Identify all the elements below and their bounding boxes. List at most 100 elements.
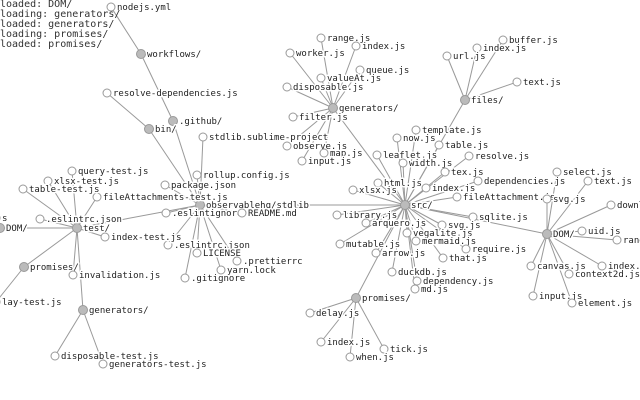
file-dot[interactable]	[398, 158, 408, 168]
file-dot[interactable]	[361, 218, 371, 228]
file-node-now[interactable]: now.js	[392, 133, 437, 146]
file-node-dependencies[interactable]: dependencies.js	[473, 176, 567, 189]
file-node-d_select[interactable]: select.js	[552, 167, 613, 180]
folder-node-bin[interactable]: bin/	[144, 124, 178, 137]
file-node-readme[interactable]: README.md	[237, 208, 298, 221]
file-node-indextest[interactable]: index-test.js	[100, 232, 183, 245]
file-node-tests_s[interactable]: s	[0, 213, 9, 226]
file-dot[interactable]	[434, 140, 444, 150]
file-node-f_url[interactable]: url.js	[442, 51, 487, 64]
file-node-template[interactable]: template.js	[411, 125, 483, 138]
folder-node-testdom[interactable]: DOM/	[0, 223, 29, 236]
file-node-eslintignore[interactable]: .eslintignore	[161, 208, 244, 221]
file-dot[interactable]	[332, 210, 342, 220]
file-dot[interactable]	[348, 185, 358, 195]
folder-node-github[interactable]: .github/	[168, 116, 224, 129]
file-dot[interactable]	[102, 88, 112, 98]
file-node-yarnlock[interactable]: yarn.lock	[216, 265, 278, 278]
file-node-gitignore[interactable]: .gitignore	[180, 273, 247, 286]
file-node-xlsx[interactable]: xlsx.js	[348, 185, 398, 198]
folder-dot[interactable]	[168, 116, 178, 126]
file-dot[interactable]	[440, 167, 450, 177]
file-dot[interactable]	[567, 298, 577, 308]
file-node-d_context2d[interactable]: context2d.js	[564, 269, 640, 282]
file-dot[interactable]	[50, 351, 60, 361]
file-node-p_when[interactable]: when.js	[345, 352, 395, 365]
file-dot[interactable]	[282, 82, 292, 92]
file-dot[interactable]	[100, 232, 110, 242]
file-node-resolvedeps[interactable]: resolve-dependencies.js	[102, 88, 239, 101]
file-node-license[interactable]: LICENSE	[192, 248, 242, 261]
file-node-s_index[interactable]: index.js	[421, 183, 477, 196]
file-dot[interactable]	[473, 176, 483, 186]
folder-dot[interactable]	[351, 293, 361, 303]
folder-node-dom[interactable]: DOM/	[542, 229, 576, 242]
file-node-prettierrc[interactable]: .prettierrc	[232, 256, 304, 269]
file-dot[interactable]	[612, 235, 622, 245]
file-node-p_index[interactable]: index.js	[316, 337, 372, 350]
file-node-g_input[interactable]: input.js	[297, 156, 353, 169]
file-dot[interactable]	[192, 248, 202, 258]
file-dot[interactable]	[335, 239, 345, 249]
file-dot[interactable]	[316, 73, 326, 83]
folder-dot[interactable]	[72, 223, 82, 233]
file-dot[interactable]	[464, 151, 474, 161]
file-node-nodejs[interactable]: nodejs.yml	[106, 2, 173, 15]
file-node-querytest[interactable]: query-test.js	[67, 166, 150, 179]
file-node-mutable[interactable]: mutable.js	[335, 239, 402, 252]
file-dot[interactable]	[552, 167, 562, 177]
folder-dot[interactable]	[460, 95, 470, 105]
file-dot[interactable]	[160, 180, 170, 190]
file-dot[interactable]	[412, 276, 422, 286]
file-node-g_index[interactable]: index.js	[351, 41, 407, 54]
file-dot[interactable]	[373, 178, 383, 188]
file-dot[interactable]	[372, 150, 382, 160]
file-node-mermaid[interactable]: mermaid.js	[411, 236, 478, 249]
file-node-f_buffer[interactable]: buffer.js	[498, 35, 559, 48]
file-dot[interactable]	[392, 133, 402, 143]
file-dot[interactable]	[305, 308, 315, 318]
file-node-p_tick[interactable]: tick.js	[379, 344, 429, 357]
file-node-g_filter[interactable]: filter.js	[288, 112, 349, 125]
file-node-width[interactable]: width.js	[398, 158, 454, 171]
file-node-fileattest[interactable]: fileAttachments-test.js	[92, 192, 229, 205]
file-dot[interactable]	[18, 184, 28, 194]
file-dot[interactable]	[351, 41, 361, 51]
file-dot[interactable]	[161, 208, 171, 218]
file-node-disposabletest[interactable]: disposable-test.js	[50, 351, 160, 364]
file-dot[interactable]	[316, 337, 326, 347]
folder-node-root[interactable]: observablehq/stdlib	[195, 200, 310, 213]
file-node-g_worker[interactable]: worker.js	[285, 48, 346, 61]
file-node-g_range[interactable]: range.js	[316, 33, 372, 46]
file-node-arrow[interactable]: arrow.js	[371, 248, 427, 261]
folder-node-promises[interactable]: promises/	[351, 293, 412, 306]
file-dot[interactable]	[232, 256, 242, 266]
folder-node-src[interactable]: src/	[400, 200, 434, 213]
folder-node-generators[interactable]: generators/	[328, 103, 400, 116]
file-dot[interactable]	[472, 43, 482, 53]
file-node-require[interactable]: require.js	[461, 244, 528, 257]
file-dot[interactable]	[379, 344, 389, 354]
file-dot[interactable]	[606, 200, 616, 210]
folder-dot[interactable]	[136, 49, 146, 59]
file-dot[interactable]	[163, 240, 173, 250]
file-node-d_text[interactable]: text.js	[583, 176, 633, 189]
file-node-delaytest[interactable]: lay-test.js	[0, 297, 63, 310]
file-node-md[interactable]: md.js	[410, 284, 450, 297]
file-node-tex[interactable]: tex.js	[440, 167, 485, 180]
file-node-f_index[interactable]: index.js	[472, 43, 528, 56]
file-node-that[interactable]: that.js	[438, 253, 488, 266]
file-node-arquero[interactable]: arquero.js	[361, 218, 428, 231]
file-node-fileattach[interactable]: fileAttachment.js	[452, 192, 557, 205]
file-node-d_range[interactable]: rang	[612, 235, 640, 248]
file-node-generatorstest[interactable]: generators-test.js	[98, 359, 208, 372]
file-dot[interactable]	[512, 77, 522, 87]
file-dot[interactable]	[468, 212, 478, 222]
file-node-leaflet[interactable]: leaflet.js	[372, 150, 439, 163]
file-dot[interactable]	[180, 273, 190, 283]
folder-dot[interactable]	[144, 124, 154, 134]
folder-dot[interactable]	[19, 262, 29, 272]
file-dot[interactable]	[528, 291, 538, 301]
file-node-p_delay[interactable]: delay.js	[305, 308, 361, 321]
